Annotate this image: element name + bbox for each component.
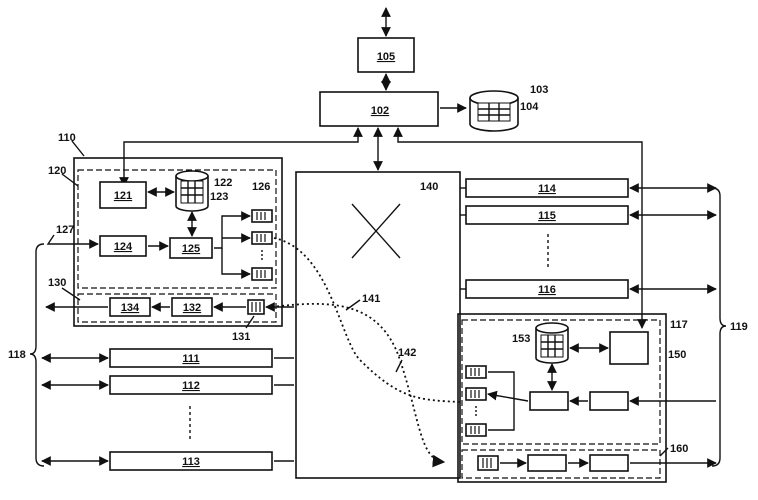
box-160-scheduler xyxy=(527,454,567,472)
box-116: 116 xyxy=(465,279,629,299)
box-115: 115 xyxy=(465,205,629,225)
database-153-label: 153 xyxy=(512,333,530,345)
group-160-border xyxy=(461,449,661,479)
brace-118-label: 118 xyxy=(8,349,26,361)
box-102: 102 xyxy=(319,91,439,127)
group-117-label: 117 xyxy=(670,319,688,331)
database-123-label: 123 xyxy=(210,191,228,203)
box-112-label: 112 xyxy=(182,380,200,392)
path-142 xyxy=(273,237,461,403)
link-125-queue-a xyxy=(214,211,251,249)
group-120-label: 120 xyxy=(48,165,66,177)
link-box-queues xyxy=(487,390,529,402)
queue-131-label: 131 xyxy=(232,331,250,343)
box-134: 134 xyxy=(109,297,151,317)
box-114: 114 xyxy=(465,178,629,198)
brace-119 xyxy=(711,187,727,467)
group-130-label: 130 xyxy=(48,277,66,289)
box-105: 105 xyxy=(357,37,415,73)
box-105-label: 105 xyxy=(377,51,395,63)
database-104-label: 104 xyxy=(520,101,539,113)
box-116-label: 116 xyxy=(538,284,556,296)
database-122: 122 123 xyxy=(175,170,232,212)
box-114-label: 114 xyxy=(538,183,557,195)
group-160-label: 160 xyxy=(670,443,688,455)
box-102-label: 102 xyxy=(371,105,389,117)
queue-131 xyxy=(247,299,265,315)
box-125-label: 125 xyxy=(182,243,200,255)
group-110-label: 110 xyxy=(58,132,76,144)
path-142-label: 142 xyxy=(398,347,416,359)
box-150-processor xyxy=(609,331,649,365)
box-150-receiver xyxy=(589,391,629,411)
queue-150 xyxy=(465,365,487,437)
group-120-border xyxy=(77,169,277,289)
group-110-border xyxy=(73,157,283,327)
box-115-label: 115 xyxy=(538,210,556,222)
input-127-label: 127 xyxy=(56,224,74,236)
link-125-queue-c xyxy=(221,248,251,279)
input-127-arrow xyxy=(46,234,99,249)
box-113-label: 113 xyxy=(182,456,200,468)
queue-150-bracket xyxy=(488,371,515,431)
box-121-label: 121 xyxy=(114,190,132,202)
box-132: 132 xyxy=(171,297,213,317)
box-150-classifier xyxy=(529,391,569,411)
link-102-150 xyxy=(393,127,647,329)
group-110-leader xyxy=(71,140,85,157)
box-112: 112 xyxy=(109,375,273,395)
group-130-border xyxy=(77,293,277,323)
queue-160 xyxy=(477,455,499,471)
box-134-label: 134 xyxy=(121,302,140,314)
path-141-label: 141 xyxy=(362,293,380,305)
box-111: 111 xyxy=(109,348,273,368)
box-125: 125 xyxy=(169,237,213,259)
brace-119-label: 119 xyxy=(730,321,748,333)
path-141 xyxy=(271,303,446,468)
box-121: 121 xyxy=(99,181,147,209)
box-124: 124 xyxy=(99,235,147,257)
queue-131-leader xyxy=(245,315,255,329)
database-103-label: 103 xyxy=(530,84,548,96)
box-124-label: 124 xyxy=(114,241,133,253)
group-150-label: 150 xyxy=(668,349,686,361)
group-130-leader xyxy=(61,287,81,301)
box-113: 113 xyxy=(109,451,273,471)
group-150-border xyxy=(461,319,661,445)
box-132-label: 132 xyxy=(183,302,201,314)
box-160-transmitter xyxy=(589,454,629,472)
queue-126-label: 126 xyxy=(252,181,270,193)
database-153: 153 xyxy=(512,322,569,364)
switch-140-label: 140 xyxy=(420,181,438,193)
group-120-leader xyxy=(61,173,79,187)
box-111-label: 111 xyxy=(182,353,199,365)
database-122-label: 122 xyxy=(214,177,232,189)
queue-126 xyxy=(251,209,273,281)
group-117-border xyxy=(457,313,667,483)
brace-118 xyxy=(29,243,45,467)
database-103: 103 104 xyxy=(469,84,548,132)
link-102-121 xyxy=(119,127,363,187)
